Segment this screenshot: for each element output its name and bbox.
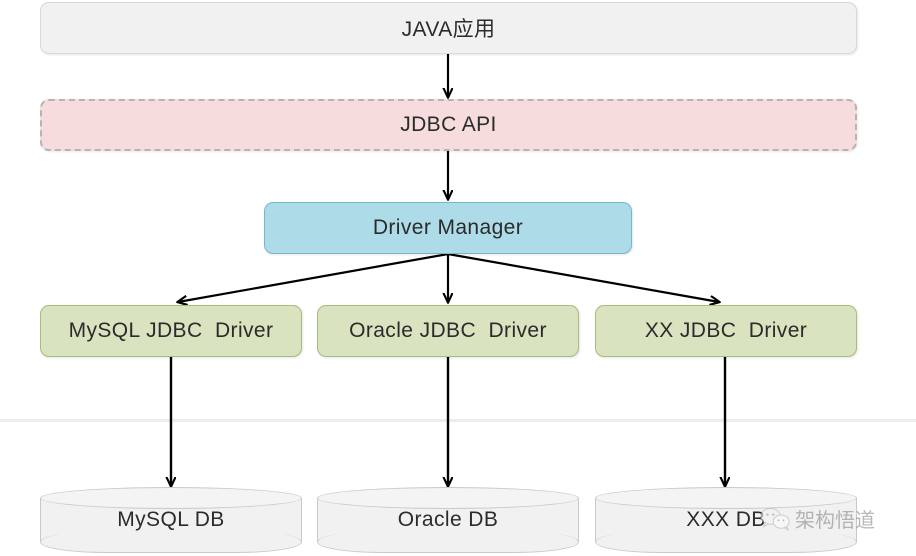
node-xxx-db[interactable]: XXX DB (595, 487, 857, 553)
node-oracle-jdbc-driver[interactable]: Oracle JDBC Driver (317, 305, 579, 357)
node-xx-jdbc-driver-label: XX JDBC Driver (644, 319, 808, 342)
arrow-manager-to-xx-driver (447, 252, 719, 302)
node-jdbc-api-label: JDBC API (400, 113, 497, 136)
cylinder-top (317, 487, 579, 509)
node-java-application[interactable]: JAVA应用 (40, 2, 857, 54)
horizontal-divider (0, 419, 916, 422)
cylinder-bottom (595, 531, 857, 553)
cylinder-bottom (40, 531, 302, 553)
arrow-manager-to-mysql-driver (178, 252, 449, 302)
node-oracle-db-label: Oracle DB (397, 508, 499, 531)
node-java-application-label: JAVA应用 (401, 18, 496, 41)
node-mysql-db-label: MySQL DB (117, 508, 225, 531)
node-driver-manager[interactable]: Driver Manager (264, 202, 632, 254)
node-mysql-jdbc-driver-label: MySQL JDBC Driver (68, 319, 274, 342)
node-mysql-db[interactable]: MySQL DB (40, 487, 302, 553)
watermark: 架构悟道 (760, 504, 875, 533)
node-oracle-db[interactable]: Oracle DB (317, 487, 579, 553)
cylinder-bottom (317, 531, 579, 553)
wechat-icon (760, 506, 790, 532)
watermark-text: 架构悟道 (795, 508, 875, 532)
node-jdbc-api[interactable]: JDBC API (40, 99, 857, 151)
node-driver-manager-label: Driver Manager (372, 216, 524, 239)
cylinder-top (595, 487, 857, 509)
node-mysql-jdbc-driver[interactable]: MySQL JDBC Driver (40, 305, 302, 357)
node-xx-jdbc-driver[interactable]: XX JDBC Driver (595, 305, 857, 357)
cylinder-top (40, 487, 302, 509)
node-xxx-db-label: XXX DB (686, 508, 766, 531)
node-oracle-jdbc-driver-label: Oracle JDBC Driver (349, 319, 547, 342)
